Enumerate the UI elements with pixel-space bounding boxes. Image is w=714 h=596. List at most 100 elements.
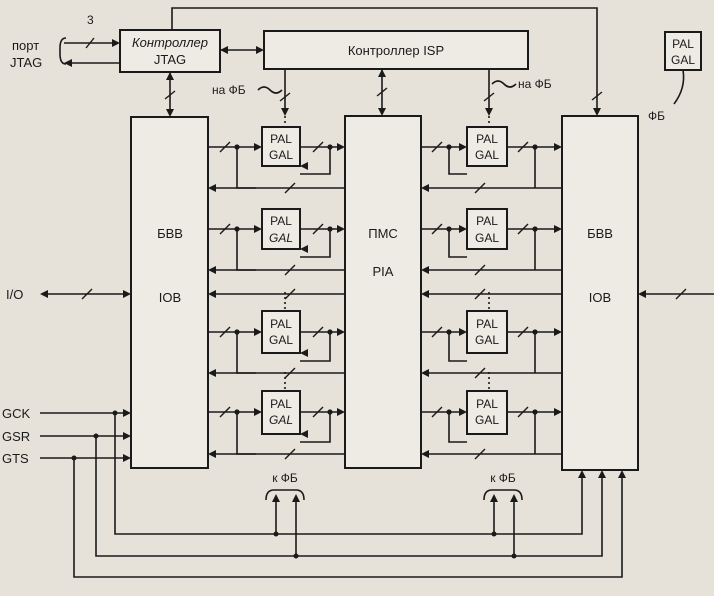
- port-brace: [59, 37, 67, 65]
- left-out-row-1-slash: [284, 182, 296, 194]
- pal-right-4-pal: PAL: [476, 397, 498, 411]
- gck-arrow: [123, 409, 131, 417]
- pal-right-3-pal: PAL: [476, 317, 498, 331]
- gsr-label: GSR: [2, 429, 30, 444]
- right-pal-to-iob-3-slash: [517, 326, 529, 338]
- left-iob-to-pal-4-arrow: [254, 408, 262, 416]
- right-out-row-3-slash: [474, 367, 486, 379]
- to-fb-left-brace: [265, 489, 305, 501]
- left-out-arrow-3: [208, 369, 216, 377]
- left-pal-to-pia-4-arrow: [337, 408, 345, 416]
- left-iob-to-pal-1-slash: [219, 141, 231, 153]
- pal-right-4-gal: GAL: [475, 413, 499, 427]
- gts-label: GTS: [2, 451, 29, 466]
- left-pal-1-return: [300, 147, 331, 175]
- left-iob-to-pal-1-arrow: [254, 143, 262, 151]
- pal-right-1-pal: PAL: [476, 132, 498, 146]
- right-pia-to-pal-4-arrow: [459, 408, 467, 416]
- pal-right-3-gal: GAL: [475, 333, 499, 347]
- port-in-slash: [85, 37, 95, 49]
- right-pal-to-iob-2-slash: [517, 223, 529, 235]
- pal-left-4-pal: PAL: [270, 397, 292, 411]
- gts-bus-arrow: [618, 470, 626, 478]
- left-iob-to-pal-2-arrow: [254, 225, 262, 233]
- isp-controller-box: [263, 30, 529, 70]
- right-pal-to-iob-1-slash: [517, 141, 529, 153]
- fb-left-squiggle: [257, 86, 283, 94]
- right-pia-to-pal-2-arrow: [459, 225, 467, 233]
- jtag-isp-arrow-right: [256, 46, 264, 54]
- left-iob-to-pal-2-slash: [219, 223, 231, 235]
- left-pal-1-return-arrow: [300, 162, 308, 170]
- bus-width-label: 3: [87, 13, 94, 27]
- top-bus-slash: [591, 91, 603, 101]
- pal-right-2-pal: PAL: [476, 214, 498, 228]
- to-fb-left-junction-2: [293, 553, 299, 559]
- to-fb-right-junction-1: [491, 531, 497, 537]
- left-pal-3-return: [300, 332, 331, 362]
- left-iob-pia-row-1-slash: [284, 288, 296, 300]
- gts-arrow: [123, 454, 131, 462]
- left-iob-box: [130, 116, 209, 469]
- pia-label-pms: ПМС: [368, 226, 398, 241]
- right-iob-pia-row-1-arrow: [421, 290, 429, 298]
- jtag-controller-label-1: Контроллер: [132, 35, 208, 50]
- io-left-slash: [81, 288, 93, 300]
- isp-to-pia-arrow-down: [378, 108, 386, 116]
- right-out-row-1-arrow: [421, 184, 429, 192]
- right-out-row-1-slash: [474, 182, 486, 194]
- pal-left-2-gal: GAL: [269, 231, 293, 245]
- right-out-row-4-slash: [474, 448, 486, 460]
- jtag-controller-label-2: JTAG: [154, 52, 186, 67]
- io-left-arrow-out: [40, 290, 48, 298]
- gsr-arrow: [123, 432, 131, 440]
- io-right-arrow: [638, 290, 646, 298]
- left-iob-pia-row-1-arrow: [208, 290, 216, 298]
- fb-right-squiggle: [491, 80, 517, 88]
- pia-label-pia: PIA: [373, 264, 394, 279]
- fb-left-label: на ФБ: [212, 83, 246, 97]
- to-fb-right-brace: [483, 489, 523, 501]
- pia-box: [344, 115, 422, 469]
- pal-right-2-gal: GAL: [475, 231, 499, 245]
- left-pal-4-return: [300, 412, 331, 443]
- top-bus-arrow: [593, 108, 601, 116]
- pal-right-1-gal: GAL: [475, 148, 499, 162]
- right-iob-box: [561, 115, 639, 471]
- right-pia-to-pal-1-slash: [431, 141, 443, 153]
- pal-left-1-gal: GAL: [269, 148, 293, 162]
- right-pal-1-return: [448, 147, 467, 175]
- io-left-label: I/O: [6, 287, 23, 302]
- right-pal-3-return: [448, 332, 467, 362]
- left-feedback-2: [236, 229, 256, 271]
- block-wiring: [208, 141, 562, 460]
- right-iob-pia-row-1-slash: [474, 288, 486, 300]
- left-pal-to-pia-2-slash: [312, 223, 324, 235]
- right-pia-to-pal-3-slash: [431, 326, 443, 338]
- left-iob-label-bvv: БВВ: [157, 226, 183, 241]
- left-pal-to-pia-4-slash: [312, 406, 324, 418]
- left-pal-to-pia-3-slash: [312, 326, 324, 338]
- isp-to-pia-slash: [376, 87, 388, 97]
- right-pal-2-return: [448, 229, 467, 258]
- right-out-row-2-slash: [474, 264, 486, 276]
- to-fb-left-junction-1: [273, 531, 279, 537]
- left-feedback-3: [236, 332, 256, 374]
- left-out-arrow-2: [208, 266, 216, 274]
- right-pal-to-iob-2-arrow: [554, 225, 562, 233]
- right-out-row-2-arrow: [421, 266, 429, 274]
- right-pia-to-pal-3-arrow: [459, 328, 467, 336]
- left-pal-2-return: [300, 229, 331, 258]
- fb-legend-pointer: [673, 69, 685, 105]
- right-pal-to-iob-4-slash: [517, 406, 529, 418]
- right-pia-to-pal-1-arrow: [459, 143, 467, 151]
- to-fb-right-junction-2: [511, 553, 517, 559]
- left-feedback-4: [236, 412, 256, 455]
- port-out-arrow: [64, 59, 72, 67]
- fb-legend-caption: ФБ: [648, 109, 665, 123]
- pal-left-2-pal: PAL: [270, 214, 292, 228]
- left-out-row-3-slash: [284, 367, 296, 379]
- gck-bus-arrow: [578, 470, 586, 478]
- right-pia-to-pal-2-slash: [431, 223, 443, 235]
